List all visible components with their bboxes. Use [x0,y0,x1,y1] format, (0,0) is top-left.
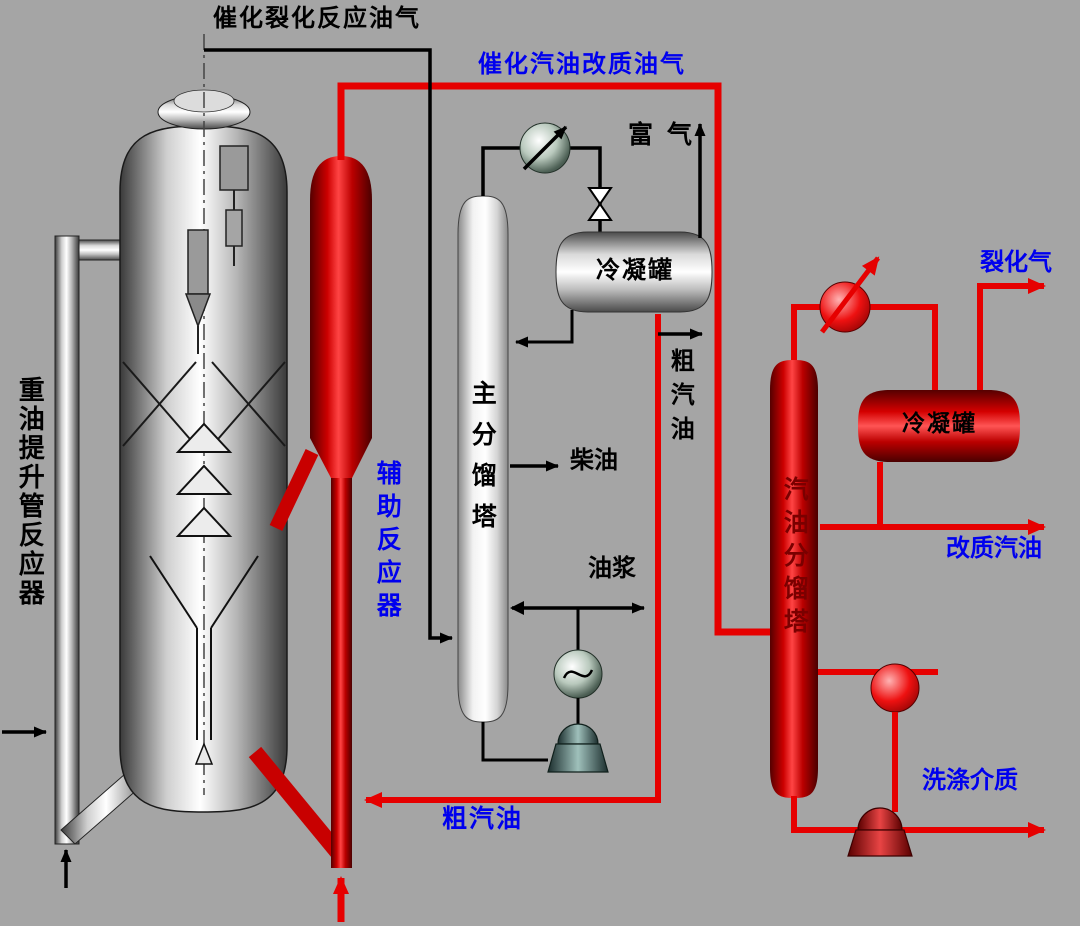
label-gasoline-fractionator: 汽油分馏塔 [780,476,810,641]
catalyst-transfer-line [248,746,351,866]
gasoline-condenser-drum [858,390,1020,462]
label-main-fractionator: 主分馏塔 [468,380,498,544]
auxiliary-reactor-standpipe [331,476,352,868]
label-crude-gasoline-product: 粗汽油 [666,348,695,450]
gasoline-fractionator-column [770,360,818,798]
label-upgraded-oil-gas: 催化汽油改质油气 [478,50,686,78]
standpipe-internals [149,555,259,765]
valve-icon [587,187,613,221]
label-main-condenser-drum: 冷凝罐 [596,256,674,284]
distributor-cones [175,422,233,537]
label-cracked-gas: 裂化气 [980,248,1052,276]
upgraded-oil-gas-line [337,82,772,636]
riser-reactor-vessel [119,34,288,813]
pumparound-exchanger-icon [870,663,920,713]
label-auxiliary-reactor: 辅助反应器 [373,460,403,625]
crude-gasoline-recycle-line [364,314,661,808]
auxiliary-reactor-branch [269,449,319,531]
label-diesel: 柴油 [570,446,618,474]
cyclone-separators [184,145,249,354]
label-rich-gas: 富气 [628,120,707,149]
column-bottoms-line [481,722,548,762]
slurry-pump-icon [547,723,609,773]
bottoms-pump-icon [847,807,913,857]
auxiliary-reactor-vessel [310,156,372,478]
slurry-return-arrowhead [510,601,524,615]
air-cooler-arrow-icon [522,125,568,171]
label-crude-gasoline-recycle: 粗汽油 [442,804,524,833]
label-reaction-oil-gas: 催化裂化反应油气 [213,4,421,32]
stripper-baffles [122,361,286,447]
main-fractionator-column [457,195,509,723]
reflux-line [515,310,574,348]
gasoline-air-cooler-arrow-icon [820,256,880,334]
washing-medium-line [791,796,1046,838]
label-slurry: 油浆 [588,554,636,582]
label-washing-medium: 洗涤介质 [922,766,1018,794]
upgraded-gasoline-line [820,462,1044,527]
heat-exchanger-coil-icon [562,669,594,679]
label-upgraded-gasoline: 改质汽油 [946,534,1042,562]
label-riser-reactor: 重油提升管反应器 [14,376,45,608]
label-gasoline-condenser-drum: 冷凝罐 [902,411,977,437]
cracked-gas-arrow [977,278,1046,392]
main-condenser-drum [555,231,713,313]
reaction-oil-gas-line [204,48,453,644]
